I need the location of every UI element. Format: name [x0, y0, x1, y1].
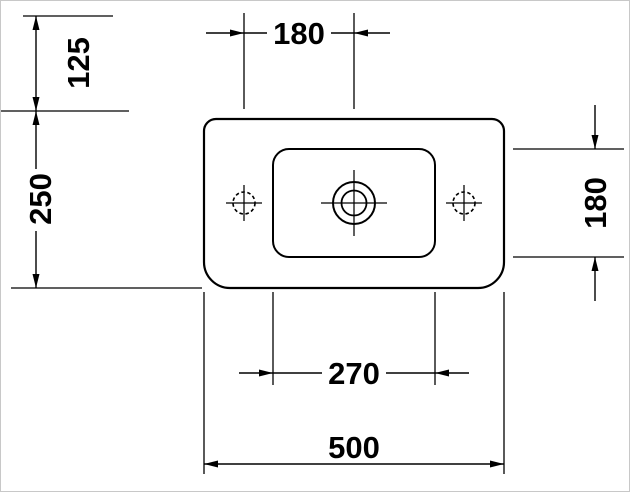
dimension-left-depth: 250	[1, 110, 202, 289]
dimension-label-left-depth: 250	[23, 173, 58, 225]
arrow-right-icon	[259, 369, 273, 377]
dimension-label-upper-left-offset: 125	[61, 37, 96, 89]
dimension-inner-width: 270	[239, 292, 469, 391]
dimension-overall-width: 500	[203, 292, 505, 474]
arrow-left-icon	[354, 29, 368, 37]
arrow-up-icon	[32, 16, 40, 30]
arrow-down-icon	[32, 274, 40, 288]
arrow-left-icon	[204, 460, 218, 468]
faucet-hole-inner-circle	[340, 189, 368, 217]
arrow-left-icon	[435, 369, 449, 377]
arrow-down-icon	[591, 135, 599, 149]
right-tap-hole-marker	[446, 185, 482, 221]
dimension-label-inner-width: 270	[328, 356, 380, 391]
dimension-upper-left-offset: 125	[23, 15, 113, 111]
dimension-label-right-inner-depth: 180	[578, 177, 613, 229]
dimension-label-overall-width: 500	[328, 430, 380, 465]
dimension-right-inner-depth: 180	[513, 105, 624, 301]
arrow-right-icon	[230, 29, 244, 37]
arrow-up-icon	[32, 111, 40, 125]
right-hole-dashed-circle	[452, 191, 476, 215]
arrow-down-icon	[32, 97, 40, 111]
dimension-label-top-width: 180	[273, 16, 325, 51]
dimension-top-width: 180	[206, 13, 390, 109]
faucet-hole-outer-circle	[332, 181, 376, 225]
faucet-hole	[321, 170, 387, 236]
left-hole-dashed-circle	[232, 191, 256, 215]
arrow-up-icon	[591, 257, 599, 271]
inner-bowl	[272, 148, 436, 258]
arrow-right-icon	[490, 460, 504, 468]
left-tap-hole-marker	[226, 185, 262, 221]
